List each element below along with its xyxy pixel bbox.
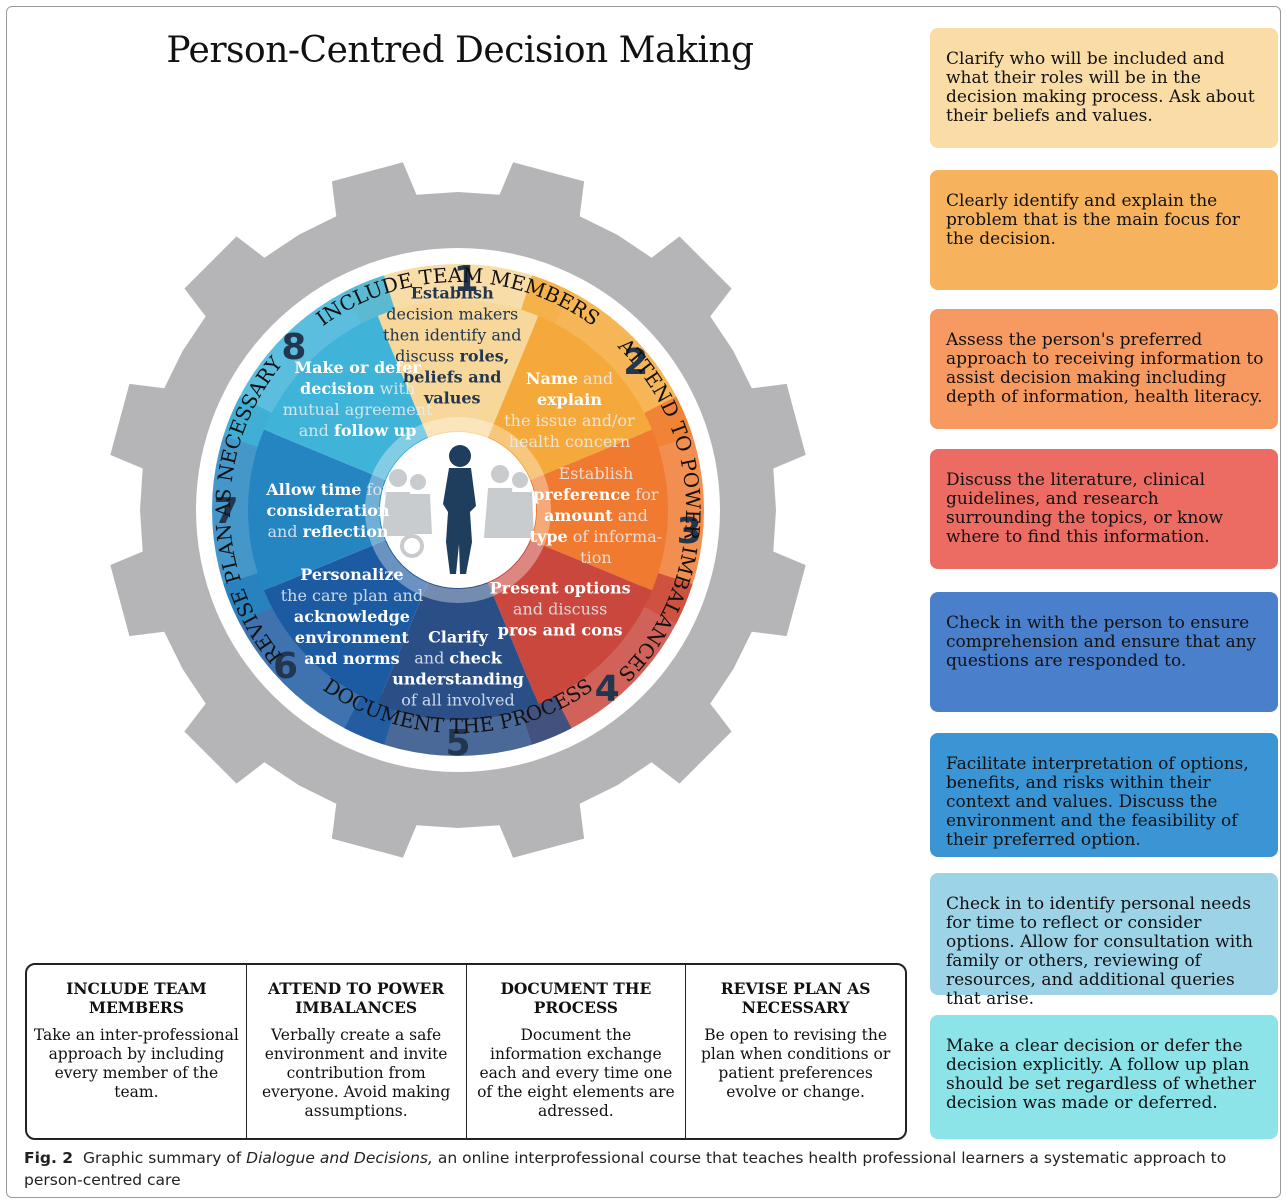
diagram-title: Person-Centred Decision Making <box>166 30 754 71</box>
summary-body: Be open to revising the plan when condit… <box>700 1026 891 1101</box>
summary-column-3: DOCUMENT THE PROCESS Document the informa… <box>467 965 687 1138</box>
segment-numbers: 1 2 3 4 5 6 7 8 <box>213 259 701 764</box>
side-box-text: Assess the person's preferred approach t… <box>946 330 1264 407</box>
segment-number-7: 7 <box>213 491 238 532</box>
summary-column-4: REVISE PLAN AS NECESSARY Be open to revis… <box>686 965 905 1138</box>
summary-heading: ATTEND TO POWER IMBALANCES <box>268 979 445 1017</box>
summary-heading: INCLUDE TEAM MEMBERS <box>66 979 207 1017</box>
wedge-5 <box>377 582 539 720</box>
segment-number-2: 2 <box>623 342 648 383</box>
summary-body: Take an inter-professional approach by i… <box>33 1026 239 1101</box>
segment-number-8: 8 <box>281 327 306 368</box>
summary-body: Verbally create a safe environment and i… <box>261 1026 451 1120</box>
summary-body: Document the information exchange each a… <box>477 1026 675 1120</box>
wedge-8 <box>263 315 429 481</box>
figure-caption: Fig. 2 Graphic summary of Dialogue and D… <box>24 1147 1264 1191</box>
figure-frame <box>6 6 1281 1198</box>
segment-number-1: 1 <box>454 259 479 300</box>
wedge-7 <box>247 429 386 591</box>
side-box-8: Make a clear decision or defer the decis… <box>930 1015 1278 1139</box>
wheel-wedges <box>247 299 669 720</box>
caption-text-italic: Dialogue and Decisions, <box>246 1149 433 1167</box>
summary-heading: REVISE PLAN AS NECESSARY <box>720 979 871 1017</box>
wedge-4 <box>487 539 653 705</box>
side-box-text: Discuss the literature, clinical guideli… <box>946 470 1224 547</box>
side-box-6: Facilitate interpretation of options, be… <box>930 733 1278 857</box>
side-box-1: Clarify who will be included and what th… <box>930 28 1278 148</box>
inner-halo <box>365 417 551 603</box>
wedge-2 <box>487 315 653 481</box>
side-box-text: Check in to identify personal needs for … <box>946 894 1253 1009</box>
segment-number-5: 5 <box>445 723 470 764</box>
person-silhouette-icon <box>382 445 534 574</box>
side-box-3: Assess the person's preferred approach t… <box>930 309 1278 429</box>
side-box-5: Check in with the person to ensure compr… <box>930 592 1278 712</box>
side-box-4: Discuss the literature, clinical guideli… <box>930 449 1278 569</box>
side-box-7: Check in to identify personal needs for … <box>930 873 1278 1009</box>
wedge-3 <box>530 429 669 591</box>
side-box-2: Clearly identify and explain the problem… <box>930 170 1278 290</box>
caption-fig-label: Fig. 2 <box>24 1149 74 1167</box>
summary-heading: DOCUMENT THE PROCESS <box>500 979 652 1017</box>
summary-column-1: INCLUDE TEAM MEMBERS Take an inter-profes… <box>27 965 247 1138</box>
summary-column-2: ATTEND TO POWER IMBALANCES Verbally creat… <box>247 965 467 1138</box>
side-box-text: Make a clear decision or defer the decis… <box>946 1036 1256 1113</box>
segment-number-3: 3 <box>677 511 702 552</box>
caption-text-post: an online interprofessional course that … <box>24 1149 1227 1189</box>
side-box-text: Facilitate interpretation of options, be… <box>946 754 1249 850</box>
caption-text-pre: Graphic summary of <box>82 1149 247 1167</box>
side-box-text: Check in with the person to ensure compr… <box>946 613 1257 671</box>
side-box-text: Clarify who will be included and what th… <box>946 49 1255 126</box>
segment-number-6: 6 <box>273 646 298 687</box>
wedge-6 <box>263 539 429 705</box>
principles-summary-table: INCLUDE TEAM MEMBERS Take an inter-profes… <box>25 963 907 1140</box>
side-box-text: Clearly identify and explain the problem… <box>946 191 1240 249</box>
segment-number-4: 4 <box>595 669 620 710</box>
wedge-1 <box>377 299 539 438</box>
